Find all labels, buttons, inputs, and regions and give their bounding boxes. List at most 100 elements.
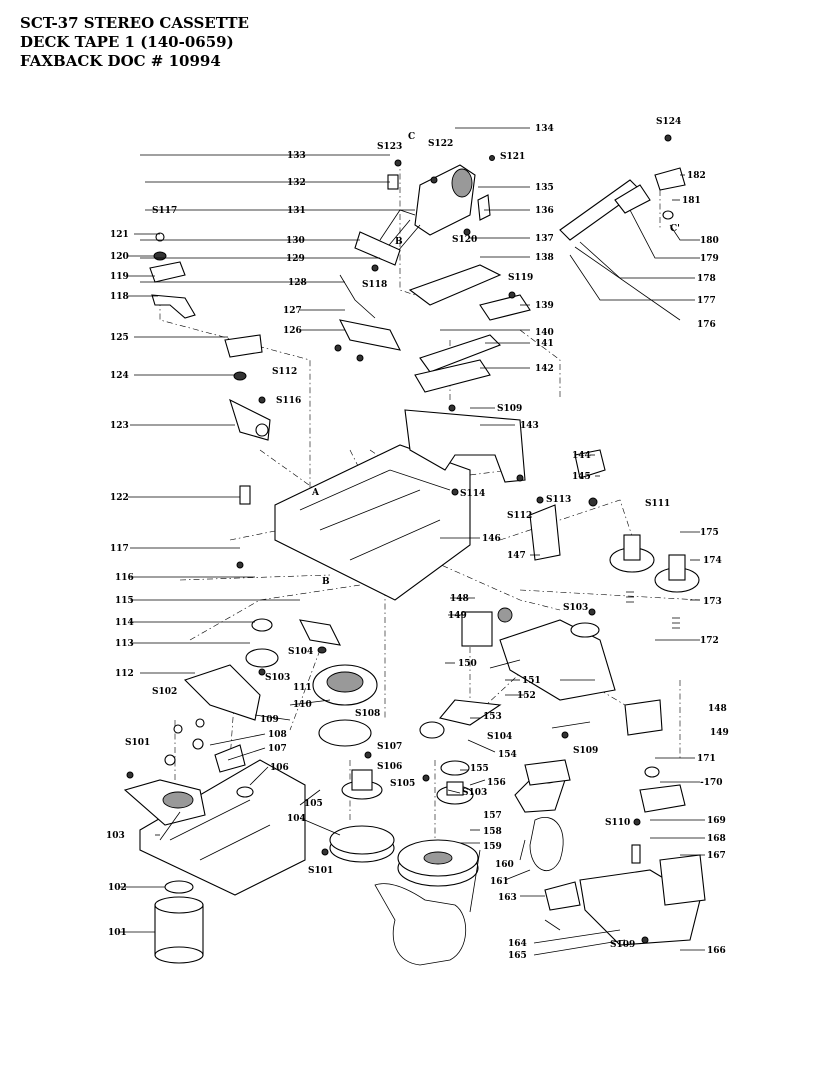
callout-133: 133	[287, 151, 306, 161]
callout-166: 166	[707, 946, 726, 956]
callout-120: 120	[110, 252, 129, 262]
callout-s113: S113	[546, 495, 571, 505]
doc-title-line-2: DECK TAPE 1 (140-0659)	[20, 33, 234, 51]
callout-163: 163	[498, 893, 517, 903]
callout-164: 164	[508, 939, 527, 949]
marker-b-upper: B	[395, 237, 403, 247]
callout-132: 132	[287, 178, 306, 188]
callout-172: 172	[700, 636, 719, 646]
callout-s103-right: S103	[563, 603, 588, 613]
callout-s118: S118	[362, 280, 387, 290]
callout-101: 101	[108, 928, 127, 938]
callout-108: 108	[268, 730, 287, 740]
callout-s119: S119	[508, 273, 533, 283]
callout-s109-lower: S109	[610, 940, 635, 950]
callout-135: 135	[535, 183, 554, 193]
callout-109: 109	[260, 715, 279, 725]
callout-143: 143	[520, 421, 539, 431]
callout-labels: S124 S123 S122 S121 S117 S120 S118 S119 …	[106, 117, 729, 961]
callout-leaders	[120, 127, 705, 956]
marker-b-lower: B	[322, 577, 330, 587]
callout-170: -170	[700, 778, 723, 788]
callout-149-left: 149	[448, 611, 467, 621]
callout-s102: S102	[152, 687, 177, 697]
callout-168: 168	[707, 834, 726, 844]
callout-s117: S117	[152, 206, 177, 216]
callout-115: 115	[115, 596, 134, 606]
callout-137: 137	[535, 234, 554, 244]
callout-102: 102	[108, 883, 127, 893]
callout-175: 175	[700, 528, 719, 538]
callout-151: 151	[522, 676, 541, 686]
callout-180: 180	[700, 236, 719, 246]
callout-125: 125	[110, 333, 129, 343]
callout-s123: S123	[377, 142, 402, 152]
callout-158: 158	[483, 827, 502, 837]
callout-118: 118	[110, 292, 129, 302]
callout-138: 138	[535, 253, 554, 263]
callout-s109-right: S109	[573, 746, 598, 756]
callout-105: 105	[304, 799, 323, 809]
callout-110: 110	[293, 700, 312, 710]
callout-s124: S124	[656, 117, 681, 127]
callout-179: 179	[700, 254, 719, 264]
callout-161: 161	[490, 877, 509, 887]
callout-103: 103	[106, 831, 125, 841]
callout-114: 114	[115, 618, 134, 628]
callout-181: 181	[682, 196, 701, 206]
callout-159: 159	[483, 842, 502, 852]
callout-149-right: 149	[710, 728, 729, 738]
callout-139: 139	[535, 301, 554, 311]
callout-106: 106	[270, 763, 289, 773]
callout-148-right: 148	[708, 704, 727, 714]
callout-s112-lower: S112	[507, 511, 532, 521]
callout-177: 177	[697, 296, 716, 306]
callout-123: 123	[110, 421, 129, 431]
callout-s122: S122	[428, 139, 453, 149]
callout-140: 140	[535, 328, 554, 338]
doc-title-line-3: FAXBACK DOC # 10994	[20, 52, 221, 70]
callout-155: 155	[470, 764, 489, 774]
callout-119: 119	[110, 272, 129, 282]
marker-a: A	[311, 488, 320, 498]
callout-147: 147	[507, 551, 526, 561]
callout-s101-lower: S101	[308, 866, 333, 876]
callout-s114: S114	[460, 489, 485, 499]
callout-s112-upper: S112	[272, 367, 297, 377]
callout-157: 157	[483, 811, 502, 821]
callout-s110: S110	[605, 818, 630, 828]
callout-127: 127	[283, 306, 302, 316]
callout-s108: S108	[355, 709, 380, 719]
callout-s105: S105	[390, 779, 415, 789]
callout-s103-left: S103	[265, 673, 290, 683]
callout-169: 169	[707, 816, 726, 826]
callout-141: 141	[535, 339, 554, 349]
callout-167: 167	[707, 851, 726, 861]
doc-title-line-1: SCT-37 STEREO CASSETTE	[20, 14, 249, 32]
callout-129: 129	[286, 254, 305, 264]
callout-165: 165	[508, 951, 527, 961]
callout-182: 182	[687, 171, 706, 181]
callout-113: 113	[115, 639, 134, 649]
callout-144: 144	[572, 451, 591, 461]
callout-116: 116	[115, 573, 134, 583]
callout-s104-left: S104	[288, 647, 313, 657]
callout-152: 152	[517, 691, 536, 701]
marker-c-prime: C'	[670, 224, 680, 234]
callout-145: 145	[572, 472, 591, 482]
callout-s116: S116	[276, 396, 301, 406]
mechanism-parts	[123, 134, 706, 966]
callout-154: 154	[498, 750, 517, 760]
callout-s103-center: S103	[462, 788, 487, 798]
callout-117: 117	[110, 544, 129, 554]
callout-s104-center: S104	[487, 732, 512, 742]
callout-171: 171	[697, 754, 716, 764]
callout-153: 153	[483, 712, 502, 722]
callout-s107: S107	[377, 742, 402, 752]
callout-174: 174	[703, 556, 722, 566]
callout-131: 131	[287, 206, 306, 216]
callout-s120: S120	[452, 235, 477, 245]
callout-122: 122	[110, 493, 129, 503]
callout-112: 112	[115, 669, 134, 679]
